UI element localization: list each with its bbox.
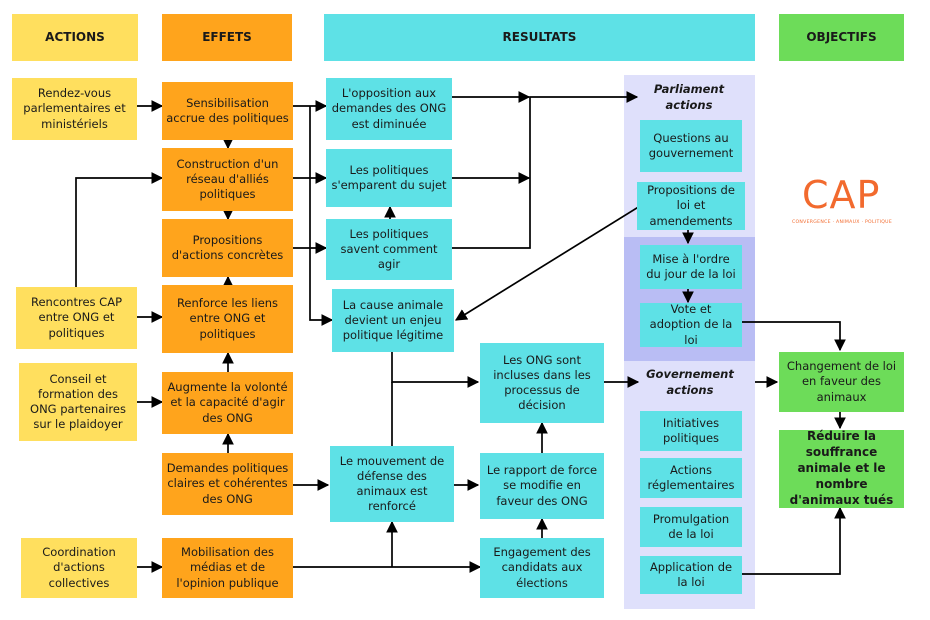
arrow-cause-to-incluses <box>391 352 480 388</box>
resultat-emparent: Les politiques s'emparent du sujet <box>326 149 452 207</box>
cap-logo-tagline: CONVERGENCE · ANIMAUX · POLITIQUE <box>791 220 893 225</box>
action-coordination: Coordination d'actions collectives <box>21 538 137 598</box>
arrow-vote-to-changement <box>742 321 846 352</box>
action-conseil: Conseil et formation des ONG partenaires… <box>19 363 137 441</box>
objectif-changement: Changement de loi en faveur des animaux <box>779 352 904 412</box>
header-objectifs: OBJECTIFS <box>779 14 904 61</box>
action-rencontres: Rencontres CAP entre ONG et politiques <box>16 287 137 349</box>
effet-liens: Renforce les liens entre ONG et politiqu… <box>162 285 293 353</box>
resultat-rapport: Le rapport de force se modifie en faveur… <box>480 453 604 519</box>
resultat-engagement: Engagement des candidats aux élections <box>480 538 604 598</box>
resultat-savent: Les politiques savent comment agir <box>326 219 452 280</box>
header-actions: ACTIONS <box>12 14 138 61</box>
effet-sensibilisation: Sensibilisation accrue des politiques <box>162 82 293 140</box>
arrow-rencontres-to-reseau <box>75 172 164 287</box>
header-effets: EFFETS <box>162 14 292 61</box>
resultat-cause: La cause animale devient un enjeu politi… <box>332 289 454 352</box>
arrow-application-to-reduire <box>742 506 846 575</box>
objectif-reduire: Réduire la souffrance animale et le nomb… <box>779 429 904 508</box>
effet-mobilisation: Mobilisation des médias et de l'opinion … <box>162 538 293 598</box>
parliament-vote: Vote et adoption de la loi <box>640 302 742 347</box>
arrow-propositions-loi-to-cause <box>454 205 641 321</box>
government-title: Governement actions <box>646 367 734 397</box>
government-reglementaires: Actions réglementaires <box>640 458 742 498</box>
action-rdv: Rendez-vous parlementaires et ministérie… <box>12 78 137 140</box>
effet-volonte: Augmente la volonté et la capacité d'agi… <box>162 372 293 434</box>
parliament-title: Parliament actions <box>653 82 725 112</box>
cap-logo-text: CAP <box>802 173 881 217</box>
effet-propositions: Propositions d'actions concrètes <box>162 219 293 277</box>
government-initiatives: Initiatives politiques <box>640 411 742 451</box>
arrow-effets-to-cause <box>309 106 334 326</box>
effet-reseau: Construction d'un réseau d'alliés politi… <box>162 148 293 211</box>
arrow-merge-to-parliament <box>452 91 639 249</box>
resultat-opposition: L'opposition aux demandes des ONG est di… <box>326 78 452 140</box>
government-application: Application de la loi <box>640 556 742 594</box>
parliament-questions: Questions au gouvernement <box>640 120 742 172</box>
government-promulgation: Promulgation de la loi <box>640 507 742 547</box>
parliament-propositions: Propositions de loi et amendements <box>637 182 745 230</box>
cap-logo: CAP CONVERGENCE · ANIMAUX · POLITIQUE <box>790 173 894 230</box>
parliament-ordre: Mise à l'ordre du jour de la loi <box>640 245 742 289</box>
header-resultats: RESULTATS <box>324 14 755 61</box>
resultat-mouvement: Le mouvement de défense des animaux est … <box>330 446 454 522</box>
effet-demandes: Demandes politiques claires et cohérente… <box>162 453 293 515</box>
resultat-incluses: Les ONG sont incluses dans les processus… <box>480 343 604 423</box>
